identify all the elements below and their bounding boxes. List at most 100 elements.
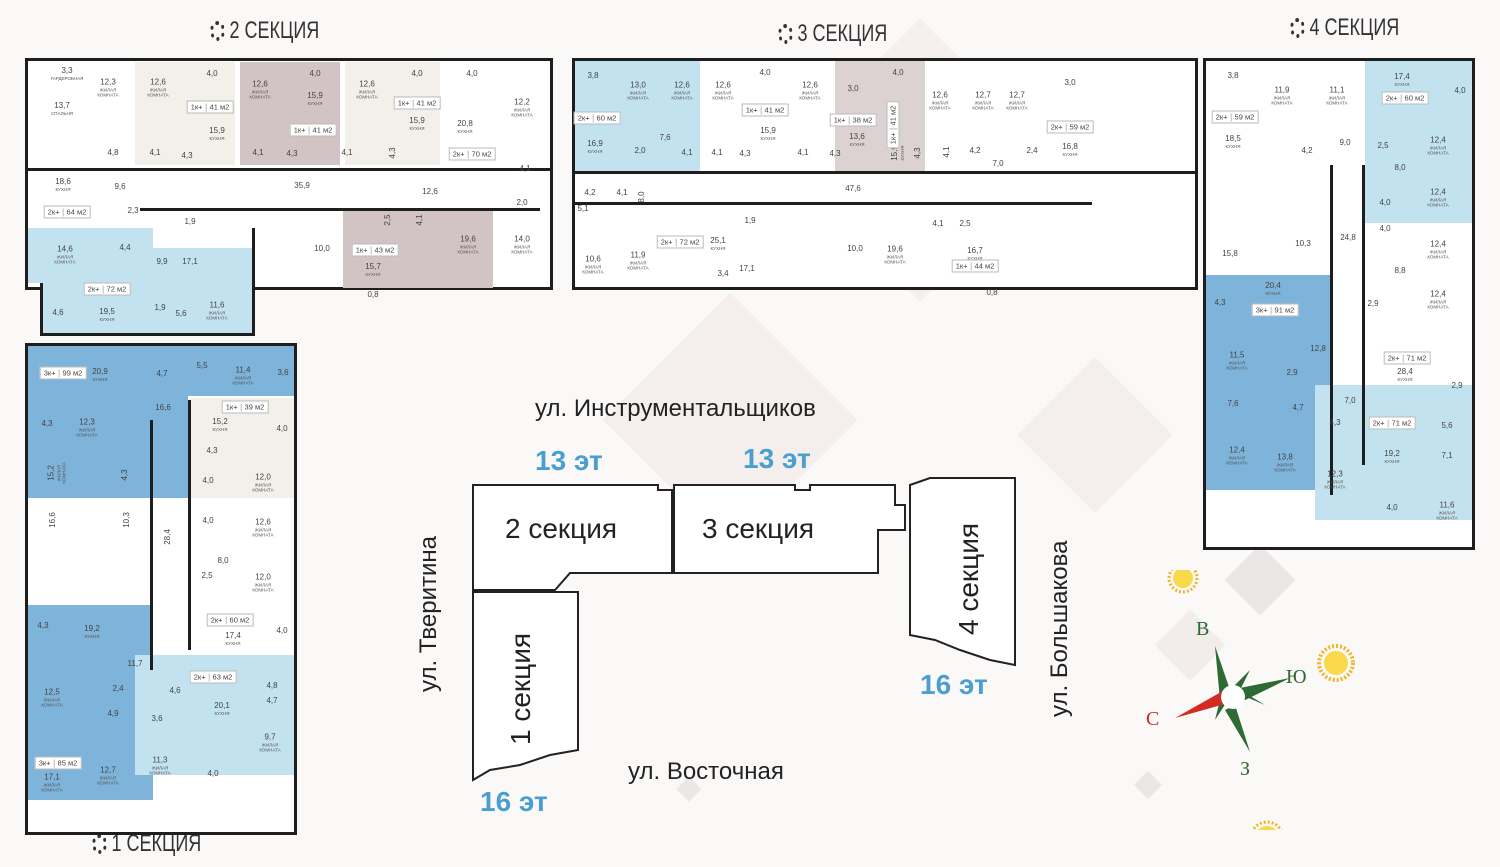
room-label: 4,8 — [107, 149, 118, 157]
room-label: 4,0 — [892, 69, 903, 77]
scheme-section-1[interactable] — [472, 591, 579, 782]
room-area: 4,2 — [584, 188, 596, 198]
room-type: КУХНЯ — [409, 125, 425, 131]
apartment-badge[interactable]: 1к+38 м2 — [829, 113, 877, 127]
apartment-badge[interactable]: 2к+60 м2 — [573, 111, 621, 125]
apartment-area: 85 м2 — [57, 758, 78, 768]
room-area: 4,0 — [1386, 503, 1398, 513]
room-type: КУХНЯ — [1225, 143, 1241, 149]
room-label: 4,0 — [202, 517, 213, 525]
apartment-fill[interactable] — [190, 398, 294, 498]
apartment-badge[interactable]: 1к+41 м2 — [393, 96, 441, 110]
apartment-fill[interactable] — [1315, 385, 1472, 520]
section-title-text: 4 СЕКЦИЯ — [1309, 14, 1400, 41]
floors-section-4: 16 эт — [920, 669, 988, 700]
corridor-wall — [572, 171, 1198, 174]
room-label: 4,1 — [149, 149, 160, 157]
apartment-fill[interactable] — [345, 62, 440, 165]
apartment-fill[interactable] — [1365, 61, 1472, 223]
apartment-badge[interactable]: 1к+41 м2 — [289, 123, 337, 137]
room-area: 5,6 — [1441, 421, 1453, 431]
apartment-badge[interactable]: 2к+60 м2 — [206, 613, 254, 627]
room-type: КУХНЯ — [99, 316, 115, 322]
room-area: 4,0 — [202, 516, 214, 526]
apartment-badge[interactable]: 2к+70 м2 — [448, 147, 496, 161]
room-area: 15,9 — [307, 90, 323, 100]
room-type: ЖИЛАЯ КОМНАТА — [1271, 95, 1293, 105]
room-type: ЖИЛАЯ КОМНАТА — [627, 260, 649, 270]
room-label: 4,1 — [681, 149, 692, 157]
apartment-fill[interactable] — [43, 248, 252, 333]
apartment-badge[interactable]: 2к+72 м2 — [656, 235, 704, 249]
room-label: 4,6 — [52, 309, 63, 317]
sun-icon — [1251, 820, 1283, 830]
room-area: 7,6 — [1227, 399, 1239, 409]
apartment-badge[interactable]: 2к+64 м2 — [43, 205, 91, 219]
apartment-badge[interactable]: 1к+44 м2 — [951, 259, 999, 273]
apartment-badge[interactable]: 1к+41 м2 — [741, 103, 789, 117]
room-area: 3,6 — [277, 368, 289, 378]
apartment-badge[interactable]: 3к+91 м2 — [1251, 303, 1299, 317]
scheme-section-3[interactable] — [673, 484, 906, 574]
apartment-badge[interactable]: 3к+99 м2 — [39, 366, 87, 380]
apartment-rooms: 2к+ — [87, 284, 100, 294]
scheme-section-4[interactable] — [909, 477, 1016, 667]
room-label: 0,8 — [367, 291, 378, 299]
room-label: 4,0 — [1379, 199, 1390, 207]
street-east: ул. Большакова — [1046, 540, 1073, 717]
room-area: 16,9 — [587, 138, 603, 148]
apartment-badge[interactable]: 1к+43 м2 — [351, 243, 399, 257]
apartment-rooms: 2к+ — [1372, 418, 1385, 428]
room-label: 4,0 — [276, 425, 287, 433]
apartment-area: 41 м2 — [312, 125, 333, 135]
apartment-badge[interactable]: 2к+72 м2 — [83, 282, 131, 296]
room-type: ЖИЛАЯ КОМНАТА — [457, 244, 479, 254]
apartment-badge[interactable]: 2к+59 м2 — [1211, 110, 1259, 124]
room-area: 2,3 — [127, 206, 139, 216]
apartment-fill[interactable] — [188, 346, 294, 396]
apartment-badge[interactable]: 1к+41 м2 — [186, 100, 234, 114]
badge-divider — [1402, 354, 1404, 363]
apartment-badge[interactable]: 3к+85 м2 — [34, 756, 82, 770]
room-area: 13,0 — [630, 80, 646, 90]
apartment-badge[interactable]: 2к+59 м2 — [1046, 120, 1094, 134]
room-area: 15,9 — [760, 125, 776, 135]
corridor-wall — [1330, 165, 1333, 495]
badge-divider — [240, 403, 242, 412]
room-label: 4,4 — [119, 244, 130, 252]
badge-divider — [205, 103, 207, 112]
apartment-rooms: 1к+ — [833, 115, 846, 125]
room-type: ЖИЛАЯ КОМНАТА — [511, 107, 533, 117]
room-area: 4,0 — [759, 68, 771, 78]
apartment-rooms: 3к+ — [43, 368, 56, 378]
floors-section-2: 13 эт — [535, 445, 603, 476]
room-label: 8,0 — [217, 557, 228, 565]
scheme-section-3-label: 3 секция — [702, 513, 814, 544]
room-area: 4,9 — [107, 709, 119, 719]
room-area: 15,9 — [209, 125, 225, 135]
room-type: ЖИЛАЯ КОМНАТА — [54, 254, 76, 264]
apartment-badge[interactable]: 2к+71 м2 — [1383, 351, 1431, 365]
apartment-badge[interactable]: 1к+39 м2 — [221, 400, 269, 414]
room-type: ЖИЛАЯ КОМНАТА — [97, 87, 119, 97]
room-type: ЖИЛАЯ КОМНАТА — [1436, 510, 1458, 520]
apartment-badge[interactable]: 2к+60 м2 — [1381, 91, 1429, 105]
room-area: 2,4 — [1026, 146, 1038, 156]
scheme-section-2-label: 2 секция — [505, 513, 617, 544]
apartment-badge[interactable]: 2к+71 м2 — [1368, 416, 1416, 430]
scheme-section-2[interactable] — [472, 484, 673, 591]
compass-rose — [1167, 570, 1355, 830]
apartment-badge[interactable]: 2к+63 м2 — [189, 670, 237, 684]
room-area: 11,4 — [235, 365, 251, 375]
apartment-fill[interactable] — [240, 62, 340, 165]
badge-divider — [225, 616, 227, 625]
apartment-area: 39 м2 — [244, 402, 265, 412]
room-area: 11,6 — [1439, 500, 1455, 510]
